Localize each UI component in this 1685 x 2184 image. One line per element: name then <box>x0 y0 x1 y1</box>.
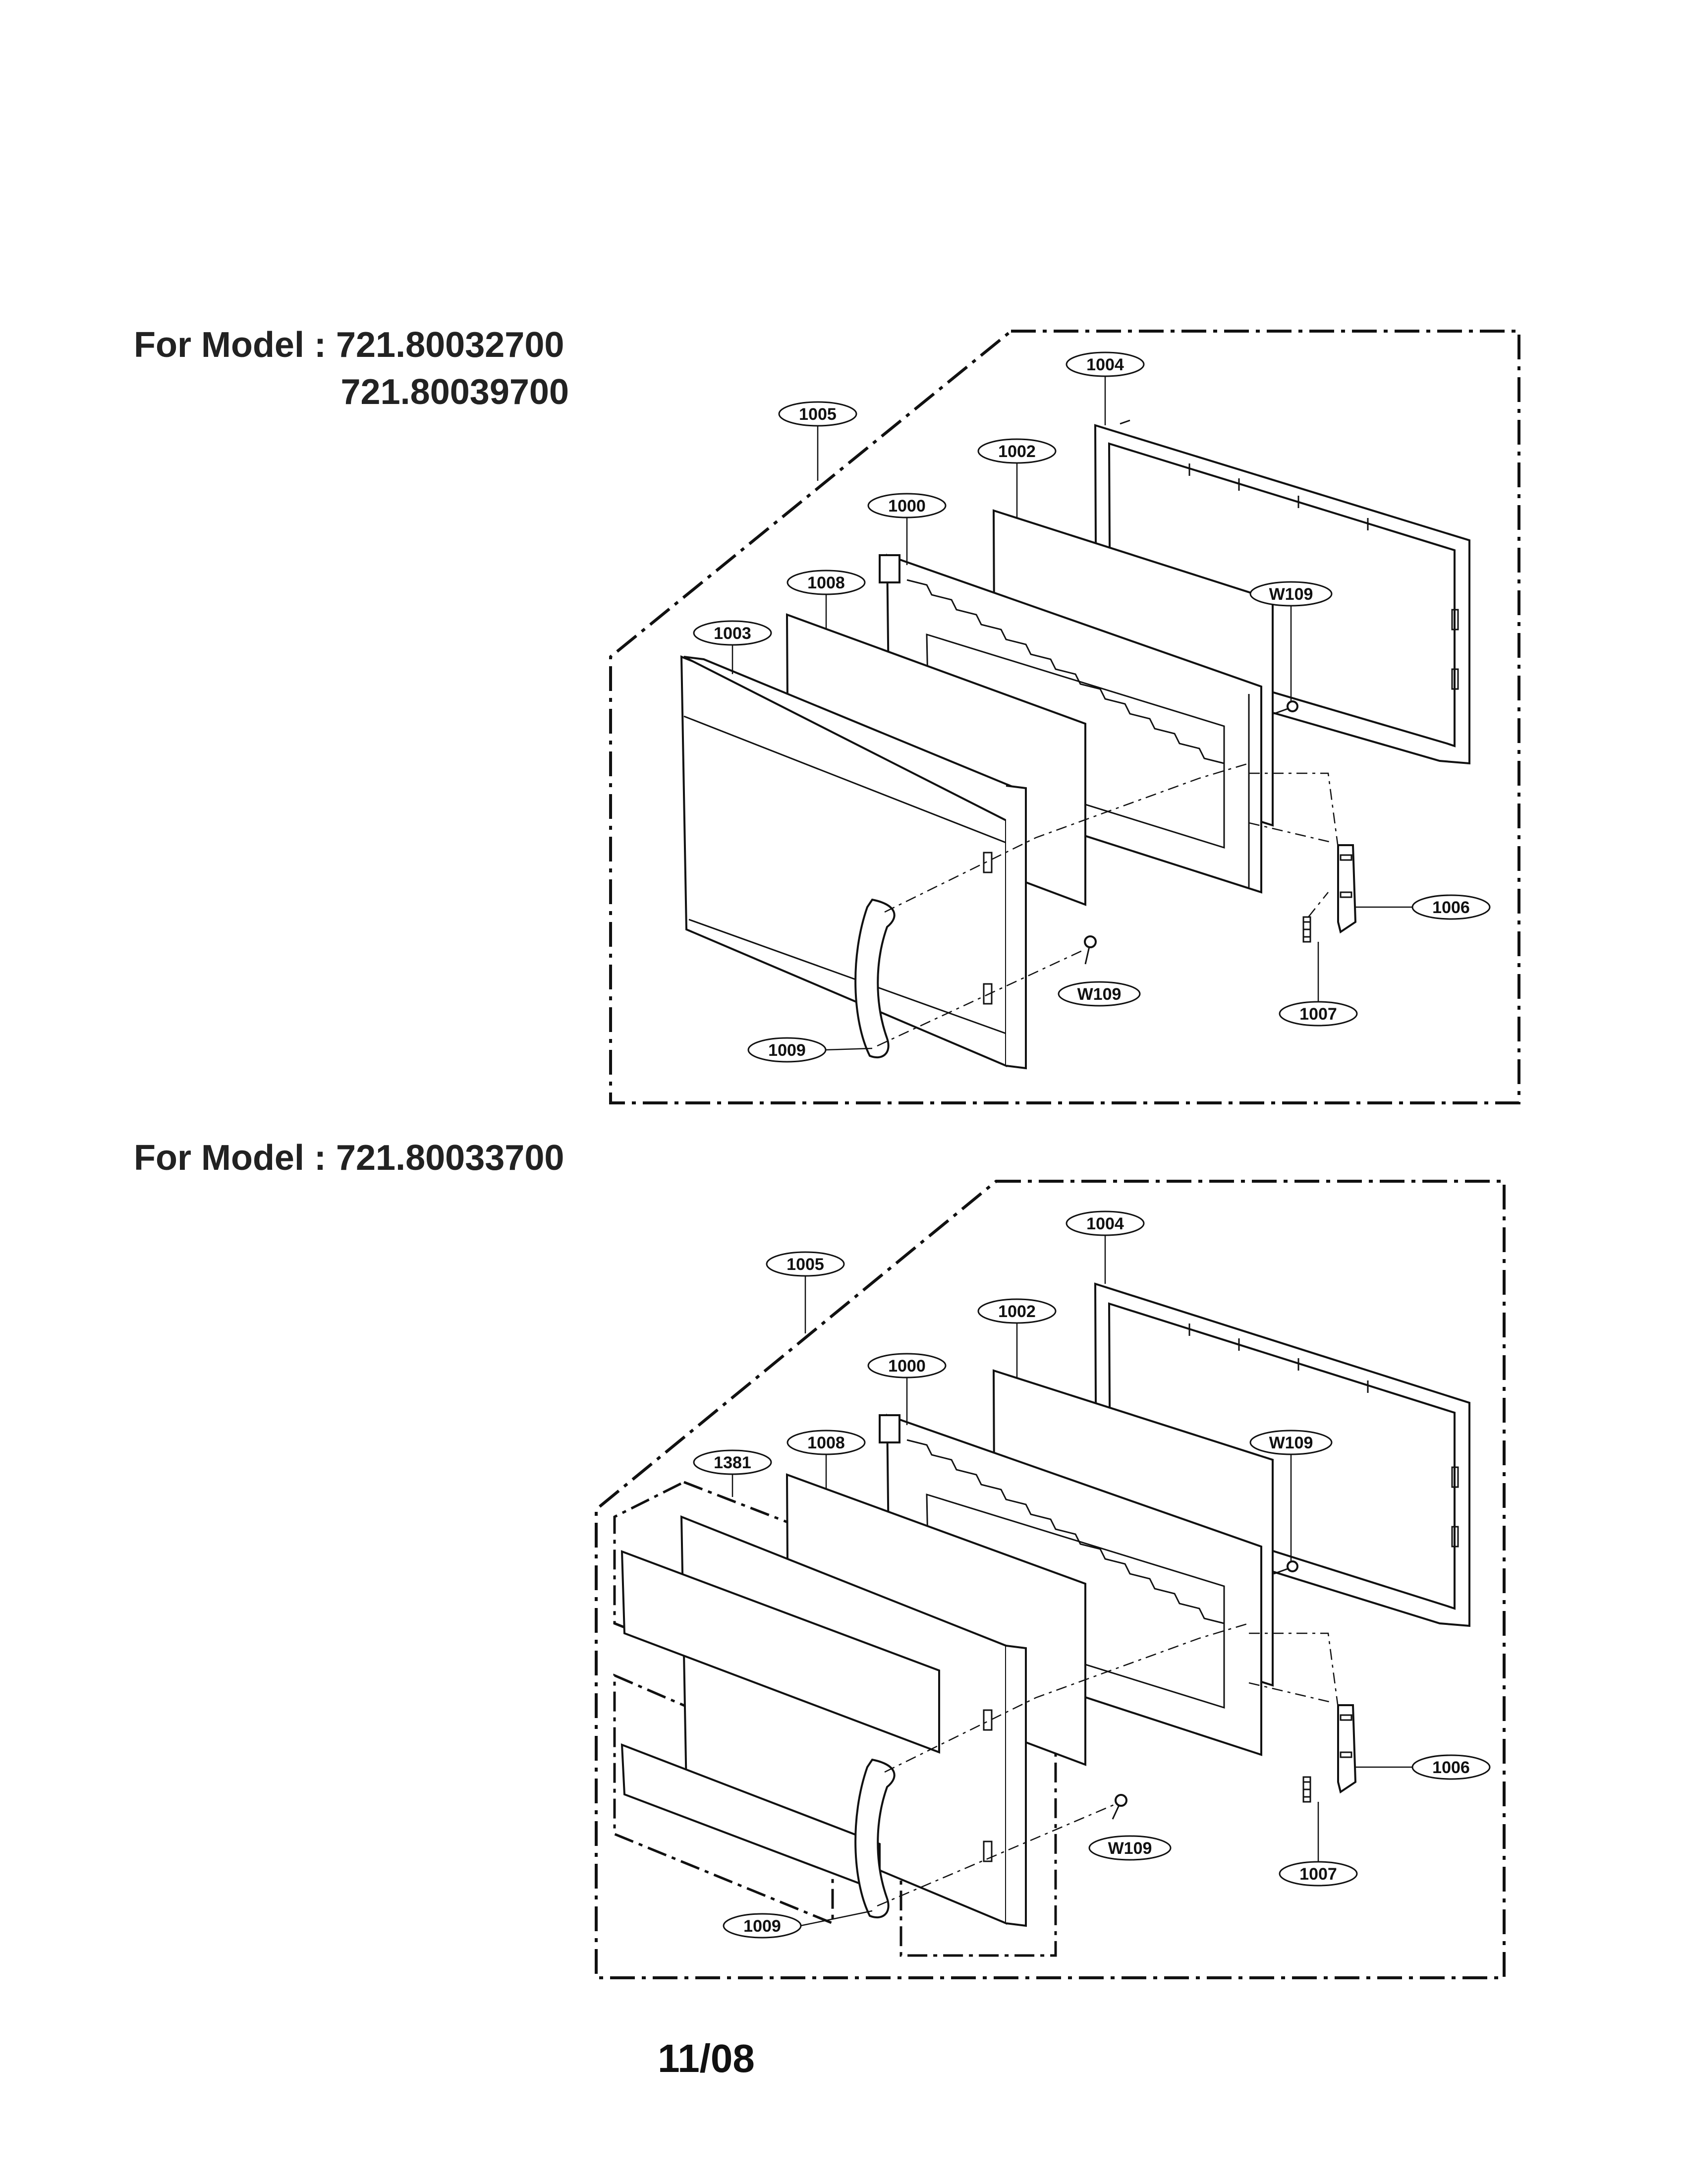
callout-1008: 1008 <box>807 1434 845 1452</box>
callout-1008: 1008 <box>807 574 845 592</box>
part-1009-handle <box>854 1758 896 1919</box>
callout-1007: 1007 <box>1299 1005 1337 1024</box>
callout-1000: 1000 <box>888 497 926 516</box>
callout-1005: 1005 <box>799 405 837 424</box>
callout-w109-upper: W109 <box>1269 1434 1313 1452</box>
model-b-label: For Model : 721.80033700 <box>134 1138 564 1178</box>
callout-1006: 1006 <box>1432 1758 1470 1777</box>
callout-1009: 1009 <box>768 1041 806 1060</box>
bottom-assembly-frame <box>595 1180 1506 1979</box>
top-assembly: 1004 1005 1002 1000 1008 1003 W109 1006 … <box>609 330 1520 1104</box>
model-a-second-label: 721.80039700 <box>341 372 569 412</box>
screw-w109-upper <box>1273 700 1298 715</box>
callout-1381: 1381 <box>714 1453 751 1472</box>
top-assembly-frame <box>609 330 1520 1104</box>
screw-w109-upper <box>1273 1560 1298 1575</box>
part-1007-spring <box>1302 1776 1311 1803</box>
callout-1004: 1004 <box>1086 355 1124 374</box>
part-1006-hinge <box>1337 844 1357 934</box>
callout-1005: 1005 <box>786 1255 824 1274</box>
model-a-label: For Model : 721.80032700 <box>134 325 564 365</box>
part-1009-handle <box>854 898 896 1059</box>
front-door-panel <box>620 1515 1027 1927</box>
callout-1003: 1003 <box>714 624 751 643</box>
screw-w109-lower <box>1112 1794 1127 1820</box>
callout-1004: 1004 <box>1086 1214 1124 1233</box>
part-1006-hinge <box>1337 1704 1357 1794</box>
callout-1002: 1002 <box>998 442 1036 461</box>
callout-1007: 1007 <box>1299 1865 1337 1884</box>
bottom-assembly: 1004 1005 1002 1000 1008 1381 W109 1006 … <box>595 1180 1506 1979</box>
callout-w109-lower: W109 <box>1108 1839 1152 1858</box>
page-date: 11/08 <box>658 2036 755 2080</box>
part-1007-spring <box>1302 916 1311 943</box>
screw-w109-lower <box>1084 935 1097 965</box>
callout-w109-lower: W109 <box>1077 985 1122 1004</box>
callout-1009: 1009 <box>743 1917 781 1936</box>
callout-1000: 1000 <box>888 1357 926 1376</box>
callout-w109-upper: W109 <box>1269 585 1313 604</box>
part-1003-outer-door <box>680 655 1027 1070</box>
callout-1006: 1006 <box>1432 898 1470 917</box>
callout-1002: 1002 <box>998 1302 1036 1321</box>
